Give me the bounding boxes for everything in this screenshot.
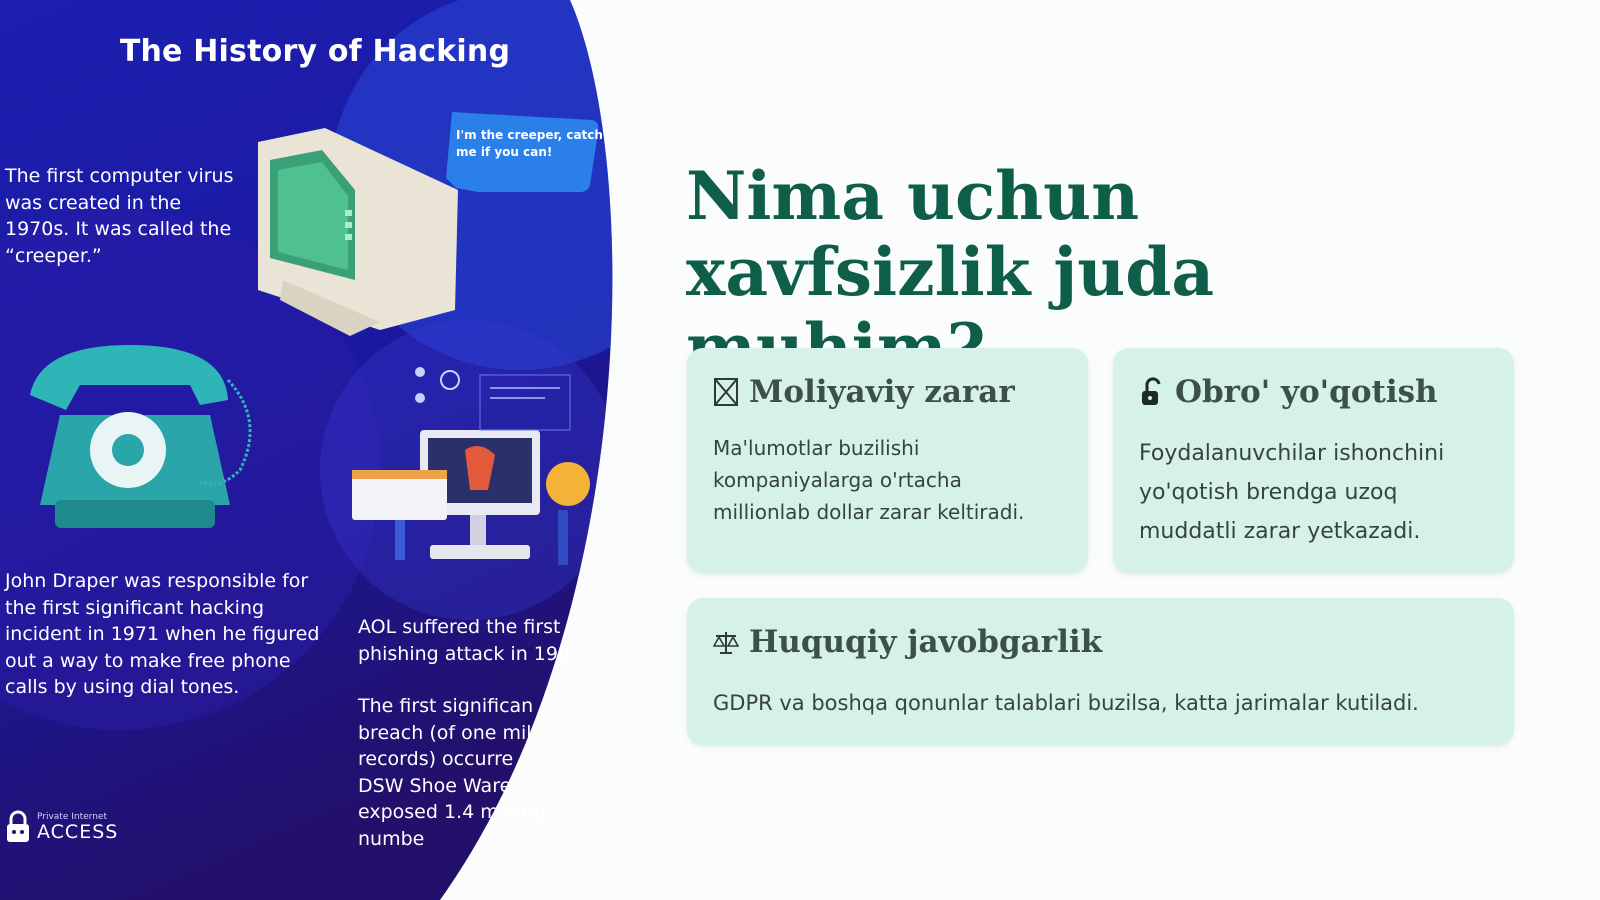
rotary-telephone-illustration (30, 345, 252, 528)
card-title: Moliyaviy zarar (749, 374, 1015, 410)
card-financial-loss: Moliyaviy zarar Ma'lumotlar buzilishi ko… (687, 348, 1088, 573)
card-reputation-loss: Obro' yo'qotish Foydalanuvchilar ishonch… (1113, 348, 1514, 573)
infographic-background (0, 0, 613, 900)
card-header: Moliyaviy zarar (713, 374, 1015, 410)
speech-bubble-text: I'm the creeper, catch me if you can! (456, 128, 603, 159)
crossed-box-icon (714, 378, 738, 406)
fact-aol-phishing: AOL suffered the first phishing attack i… (358, 616, 571, 665)
fact-creeper: The first computer virus was created in … (5, 165, 234, 267)
logo-big-text: ACCESS (37, 821, 119, 843)
page-title: Nima uchun xavfsizlik juda muhim? (686, 157, 1215, 386)
logo-small-text: Private Internet (37, 812, 107, 822)
infographic-title: The History of Hacking (119, 34, 511, 69)
card-header: Obro' yo'qotish (1139, 374, 1438, 410)
phishing-scene-illustration (352, 367, 590, 565)
history-of-hacking-infographic: The History of Hacking I'm the creeper, … (0, 0, 620, 900)
card-title: Huquqiy javobgarlik (749, 624, 1103, 660)
pia-logo: Private Internet ACCESS (5, 810, 118, 844)
card-title: Obro' yo'qotish (1175, 374, 1438, 410)
card-description: Foydalanuvchilar ishonchini yo'qotish br… (1139, 441, 1445, 544)
card-description: GDPR va boshqa qonunlar talablari buzils… (713, 691, 1419, 715)
broken-lock-icon (1142, 377, 1161, 405)
card-header: Huquqiy javobgarlik (713, 624, 1102, 660)
fact-john-draper: John Draper was responsible for the firs… (5, 570, 320, 698)
fact-dsw-breach: The first significan breach (of one mil … (358, 695, 547, 850)
padlock-logo-icon (7, 810, 29, 842)
card-legal-liability: Huquqiy javobgarlik GDPR va boshqa qonun… (687, 598, 1514, 745)
card-description: Ma'lumotlar buzilishi kompaniyalarga o'r… (713, 436, 1025, 524)
scales-icon (713, 632, 739, 654)
crt-monitor-illustration (258, 128, 458, 336)
